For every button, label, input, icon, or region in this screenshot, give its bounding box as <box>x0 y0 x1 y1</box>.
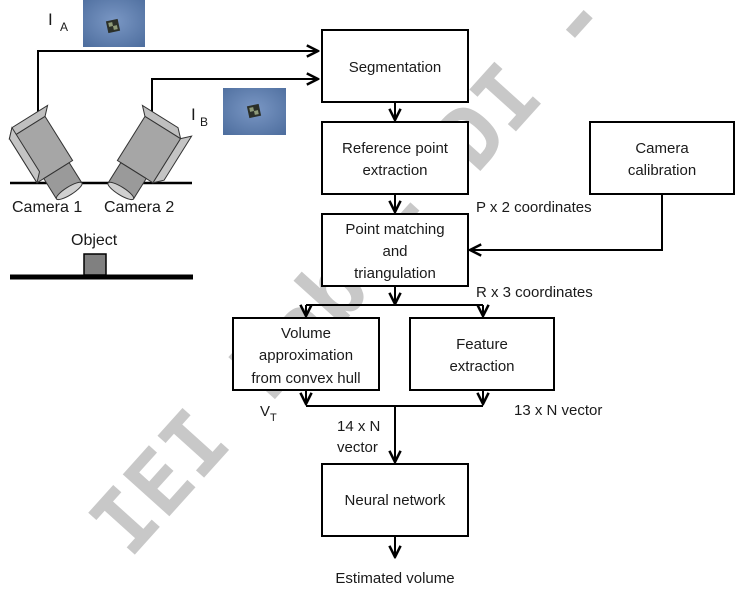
vector-14-label-line1: 14 x N <box>337 418 380 435</box>
camera-1-icon <box>8 104 83 201</box>
volume-approximation-box: Volume approximation from convex hull <box>232 317 380 391</box>
image-b-label: I <box>191 105 196 124</box>
r-coordinates-label: R x 3 coordinates <box>476 284 593 301</box>
neural-network-box: Neural network <box>321 463 469 537</box>
estimated-volume-label: Estimated volume <box>335 570 454 587</box>
p-coordinates-label: P x 2 coordinates <box>476 199 592 216</box>
image-a-label: I <box>48 10 53 29</box>
calibration-to-matching-arrow <box>470 194 663 250</box>
vector-14-label-line2: vector <box>337 439 378 456</box>
image-b-thumbnail <box>223 88 286 135</box>
camera1-to-segmentation-arrow <box>37 51 318 118</box>
volume-text-3: from convex hull <box>251 370 360 387</box>
object-icon <box>83 253 107 276</box>
vt-label: V <box>260 403 270 420</box>
image-a-subscript: A <box>60 20 68 34</box>
reference-text-1: Reference point <box>342 140 449 157</box>
camera-1-label: Camera 1 <box>12 199 82 216</box>
camera2-to-segmentation-arrow <box>151 79 318 120</box>
feature-text-1: Feature <box>456 336 508 353</box>
matching-text-1: Point matching <box>345 221 444 238</box>
image-b-subscript: B <box>200 115 208 129</box>
vector-13-label: 13 x N vector <box>514 402 602 419</box>
calibration-text-2: calibration <box>628 162 696 179</box>
neural-text: Neural network <box>345 492 446 509</box>
camera-2-label: Camera 2 <box>104 199 174 216</box>
volume-text-1: Volume <box>281 325 331 342</box>
reference-text-2: extraction <box>362 162 427 179</box>
point-matching-box: Point matching and triangulation <box>321 213 469 287</box>
volume-text-2: approximation <box>259 347 353 364</box>
feature-text-2: extraction <box>449 358 514 375</box>
matching-text-3: triangulation <box>354 265 436 282</box>
camera-calibration-box: Camera calibration <box>589 121 735 195</box>
calibration-text-1: Camera <box>635 140 689 157</box>
segmentation-text: Segmentation <box>349 59 442 76</box>
matching-text-2: and <box>382 243 407 260</box>
image-a-thumbnail <box>83 0 145 47</box>
segmentation-box: Segmentation <box>321 29 469 103</box>
feature-extraction-box: Feature extraction <box>409 317 555 391</box>
camera-2-icon <box>107 104 193 201</box>
reference-point-box: Reference point extraction <box>321 121 469 195</box>
vt-subscript: T <box>270 412 277 424</box>
object-label: Object <box>71 232 118 249</box>
